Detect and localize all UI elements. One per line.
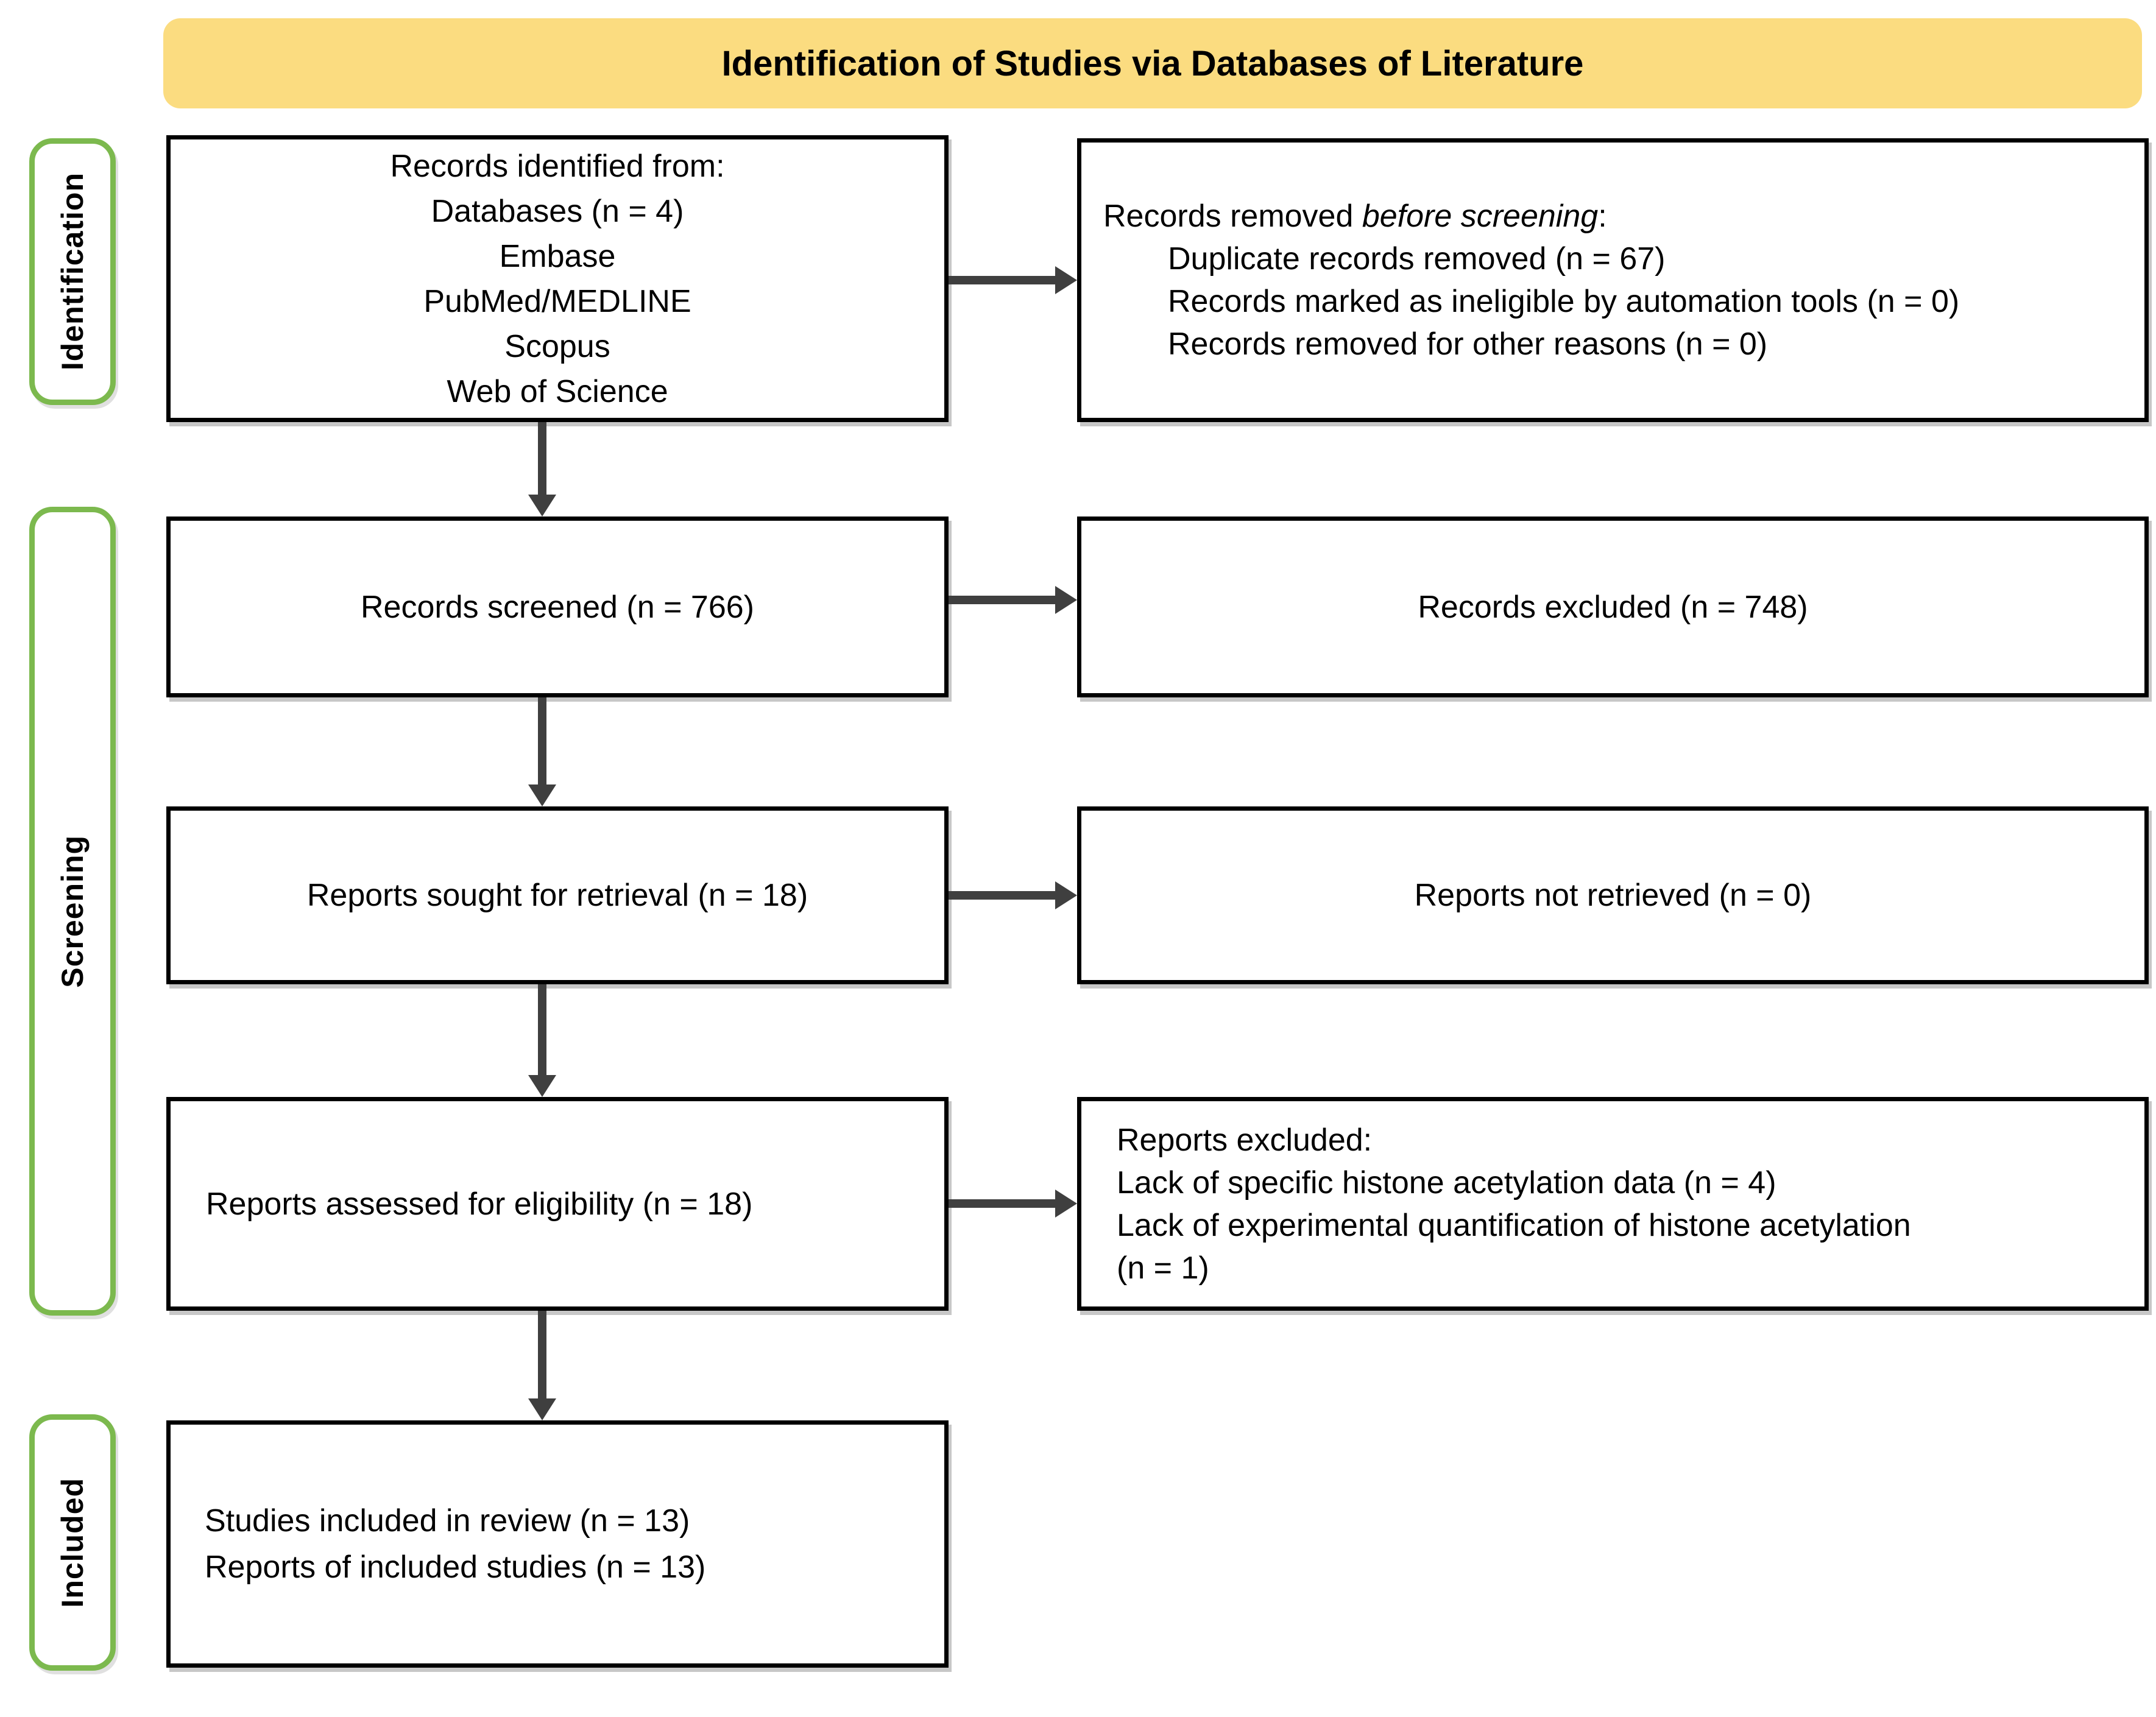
- records-identified-line: Records identified from:: [390, 148, 725, 184]
- arrow-head-icon: [1055, 266, 1077, 294]
- arrow-shaft: [949, 276, 1055, 284]
- arrow-identified-to-screened: [528, 422, 556, 517]
- text-segment: Records removed: [1103, 199, 1362, 234]
- records-excluded-text: Records excluded (n = 748): [1418, 589, 1808, 625]
- reports-sought-box: Reports sought for retrieval (n = 18): [166, 806, 949, 984]
- records-removed-heading: Records removed before screening:: [1103, 195, 2130, 238]
- arrow-shaft: [949, 1199, 1055, 1208]
- stage-identification: Identification: [29, 138, 116, 405]
- arrow-shaft: [538, 422, 546, 495]
- studies-included-line: Studies included in review (n = 13): [205, 1503, 690, 1539]
- reports-excluded-line: (n = 1): [1117, 1250, 1209, 1286]
- arrow-shaft: [538, 984, 546, 1075]
- arrow-head-icon: [528, 495, 556, 517]
- reports-sought-text: Reports sought for retrieval (n = 18): [306, 878, 808, 913]
- records-excluded-box: Records excluded (n = 748): [1077, 517, 2149, 697]
- arrow-head-icon: [1055, 1190, 1077, 1218]
- records-screened-text: Records screened (n = 766): [360, 589, 754, 625]
- stage-screening: Screening: [29, 507, 116, 1316]
- arrow-head-icon: [528, 784, 556, 806]
- header-banner: Identification of Studies via Databases …: [163, 18, 2142, 108]
- records-identified-line: Embase: [499, 238, 616, 274]
- stage-included-label: Included: [55, 1477, 90, 1608]
- arrow-shaft: [538, 697, 546, 784]
- records-identified-box: Records identified from: Databases (n = …: [166, 135, 949, 422]
- arrow-screened-to-sought: [528, 697, 556, 806]
- arrow-head-icon: [1055, 586, 1077, 614]
- studies-included-box: Studies included in review (n = 13) Repo…: [166, 1420, 949, 1668]
- reports-excluded-line: Lack of experimental quantification of h…: [1117, 1207, 1911, 1243]
- arrow-sought-to-assessed: [528, 984, 556, 1097]
- reports-excluded-line: Reports excluded:: [1117, 1122, 1373, 1158]
- reports-excluded-box: Reports excluded: Lack of specific histo…: [1077, 1097, 2149, 1311]
- arrow-head-icon: [528, 1075, 556, 1097]
- arrow-shaft: [949, 891, 1055, 900]
- reports-assessed-text: Reports assessed for eligibility (n = 18…: [206, 1186, 753, 1222]
- records-identified-line: PubMed/MEDLINE: [423, 283, 691, 319]
- records-screened-box: Records screened (n = 766): [166, 517, 949, 697]
- arrow-shaft: [538, 1311, 546, 1398]
- records-identified-line: Scopus: [504, 328, 610, 364]
- records-identified-line: Databases (n = 4): [431, 193, 684, 229]
- studies-included-line: Reports of included studies (n = 13): [205, 1550, 706, 1585]
- page-title: Identification of Studies via Databases …: [721, 43, 1584, 83]
- stage-included: Included: [29, 1414, 116, 1671]
- arrow-shaft: [949, 596, 1055, 604]
- records-removed-item: Duplicate records removed (n = 67): [1168, 241, 1666, 277]
- records-removed-item: Records removed for other reasons (n = 0…: [1168, 326, 1768, 362]
- records-identified-line: Web of Science: [447, 373, 668, 409]
- reports-not-retrieved-box: Reports not retrieved (n = 0): [1077, 806, 2149, 984]
- text-segment-italic: before screening: [1362, 199, 1599, 234]
- arrow-screened-to-excluded: [949, 586, 1077, 614]
- arrow-head-icon: [1055, 881, 1077, 909]
- arrow-identified-to-removed: [949, 266, 1077, 294]
- arrow-assessed-to-included: [528, 1311, 556, 1420]
- stage-identification-label: Identification: [55, 172, 90, 371]
- reports-not-retrieved-text: Reports not retrieved (n = 0): [1414, 878, 1812, 913]
- arrow-assessed-to-reports-excluded: [949, 1190, 1077, 1218]
- reports-excluded-line: Lack of specific histone acetylation dat…: [1117, 1165, 1776, 1200]
- reports-assessed-box: Reports assessed for eligibility (n = 18…: [166, 1097, 949, 1311]
- arrow-sought-to-not-retrieved: [949, 881, 1077, 909]
- stage-screening-label: Screening: [55, 834, 90, 988]
- records-removed-item: Records marked as ineligible by automati…: [1168, 284, 1960, 319]
- text-segment: :: [1598, 199, 1607, 234]
- records-removed-box: Records removed before screening: Duplic…: [1077, 138, 2149, 422]
- arrow-head-icon: [528, 1398, 556, 1420]
